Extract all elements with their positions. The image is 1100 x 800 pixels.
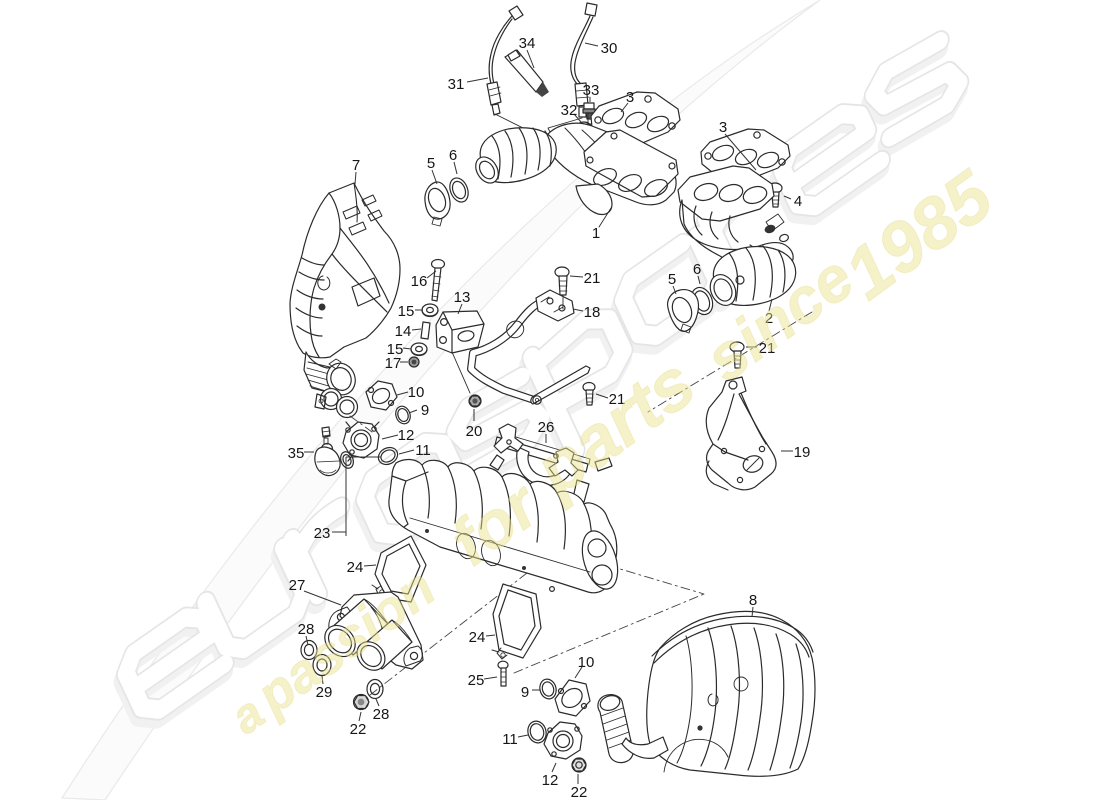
svg-text:19: 19 [794, 444, 811, 461]
svg-text:33: 33 [583, 82, 600, 99]
svg-text:18: 18 [584, 304, 601, 321]
svg-text:15: 15 [387, 341, 404, 358]
svg-text:35: 35 [288, 445, 305, 462]
svg-text:11: 11 [502, 731, 518, 748]
svg-text:27: 27 [289, 577, 306, 594]
svg-text:5: 5 [668, 271, 676, 288]
svg-text:31: 31 [448, 76, 465, 93]
svg-text:24: 24 [347, 559, 364, 576]
svg-text:23: 23 [314, 525, 331, 542]
svg-text:12: 12 [398, 427, 415, 444]
svg-text:15: 15 [398, 303, 415, 320]
svg-text:30: 30 [601, 40, 618, 57]
svg-text:10: 10 [408, 384, 425, 401]
svg-text:16: 16 [411, 273, 428, 290]
svg-text:17: 17 [385, 355, 402, 372]
svg-text:2: 2 [765, 310, 773, 327]
svg-text:8: 8 [749, 592, 757, 609]
svg-text:6: 6 [693, 261, 701, 278]
svg-text:9: 9 [421, 402, 429, 419]
svg-text:10: 10 [578, 654, 595, 671]
svg-text:25: 25 [468, 672, 485, 689]
svg-text:20: 20 [466, 423, 483, 440]
svg-text:9: 9 [521, 684, 529, 701]
svg-text:21: 21 [584, 270, 601, 287]
svg-text:34: 34 [519, 35, 536, 52]
svg-text:3: 3 [626, 89, 634, 106]
svg-text:28: 28 [298, 621, 315, 638]
svg-text:11: 11 [415, 442, 431, 459]
svg-text:21: 21 [609, 391, 626, 408]
svg-text:28: 28 [373, 706, 390, 723]
svg-text:24: 24 [469, 629, 486, 646]
svg-text:7: 7 [352, 157, 360, 174]
svg-text:29: 29 [316, 684, 333, 701]
svg-text:1: 1 [592, 225, 600, 242]
svg-text:14: 14 [395, 323, 412, 340]
svg-text:4: 4 [794, 193, 802, 210]
svg-text:26: 26 [538, 419, 555, 436]
svg-text:5: 5 [427, 155, 435, 172]
svg-text:22: 22 [350, 721, 367, 738]
svg-text:32: 32 [561, 102, 578, 119]
svg-text:13: 13 [454, 289, 471, 306]
svg-text:21: 21 [759, 340, 776, 357]
svg-text:3: 3 [719, 119, 727, 136]
svg-text:12: 12 [542, 772, 559, 789]
svg-text:6: 6 [449, 147, 457, 164]
svg-text:22: 22 [571, 784, 588, 800]
